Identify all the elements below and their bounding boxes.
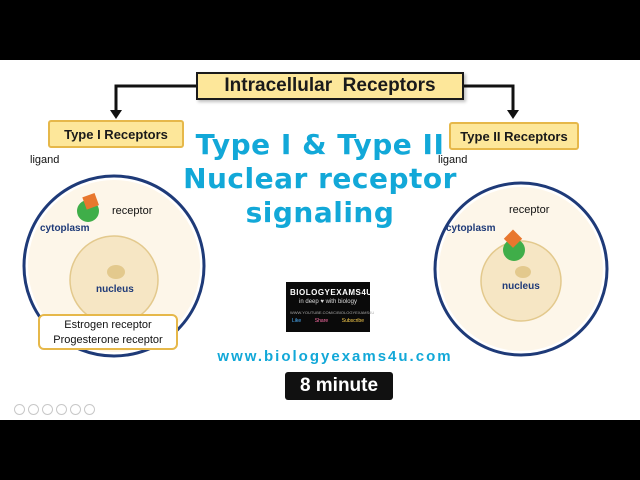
ligand-label-right: ligand [438, 154, 468, 166]
estrogen-receptor-label: Estrogen receptor [64, 319, 152, 331]
ligand-right [503, 229, 523, 248]
receptor-label-right: receptor [509, 204, 550, 216]
receptor-examples-box: Estrogen receptor Progesterone receptor [38, 314, 178, 350]
nucleus-right [480, 240, 562, 322]
logo-name: BIOLOGYEXAMS4U [290, 288, 373, 297]
pen-icon[interactable] [42, 404, 53, 415]
next-slide-icon[interactable] [28, 404, 39, 415]
logo-like: Like [292, 318, 302, 324]
nucleus-left [69, 235, 159, 325]
logo-share: Share [314, 318, 329, 324]
nucleolus-left [107, 265, 125, 279]
ligand-left [82, 192, 99, 210]
slide: Intracellular Receptors Type I Receptors… [0, 60, 640, 420]
logo-actions: Like Share Subscribe [292, 318, 364, 324]
ligand-label-left: ligand [30, 154, 60, 166]
center-title-line-1: Type I & Type II [195, 128, 445, 161]
logo-url: WWW.YOUTUBE.COM/C/BIOLOGYEXAMS4U [290, 310, 375, 315]
prev-slide-icon[interactable] [14, 404, 25, 415]
channel-logo: BIOLOGYEXAMS4U in deep ♥ with biology WW… [286, 282, 375, 332]
arrow-to-type2 [464, 84, 515, 112]
slide-controls[interactable] [14, 404, 95, 415]
center-title-line-3: signaling [245, 196, 395, 229]
nucleus-label-right: nucleus [502, 281, 540, 292]
type2-receptors-box: Type II Receptors [449, 122, 579, 150]
nucleolus-right [515, 266, 531, 278]
cytoplasm-label-left: cytoplasm [40, 223, 90, 234]
more-options-icon[interactable] [84, 404, 95, 415]
website-url: www.biologyexams4u.com [217, 348, 453, 365]
receptor-right [503, 239, 525, 261]
diagram-graphics [22, 84, 609, 358]
nucleus-label-left: nucleus [96, 284, 134, 295]
arrowhead-type2 [507, 110, 519, 119]
center-title: Type I & Type II Nuclear receptor signal… [170, 128, 470, 230]
cytoplasm-label-right: cytoplasm [446, 223, 496, 234]
type1-receptors-box: Type I Receptors [48, 120, 184, 148]
center-title-line-2: Nuclear receptor [183, 162, 457, 195]
receptor-label-left: receptor [112, 205, 153, 217]
progesterone-receptor-label: Progesterone receptor [53, 334, 163, 346]
arrowhead-type1 [110, 110, 122, 119]
intracellular-receptors-title: Intracellular Receptors [196, 72, 464, 100]
arrow-to-type1 [114, 84, 196, 112]
logo-tagline: in deep ♥ with biology [299, 299, 357, 305]
zoom-icon[interactable] [70, 404, 81, 415]
duration-badge: 8 minute [285, 372, 393, 400]
logo-subscribe: Subscribe [341, 318, 364, 324]
edit-icon[interactable] [56, 404, 67, 415]
